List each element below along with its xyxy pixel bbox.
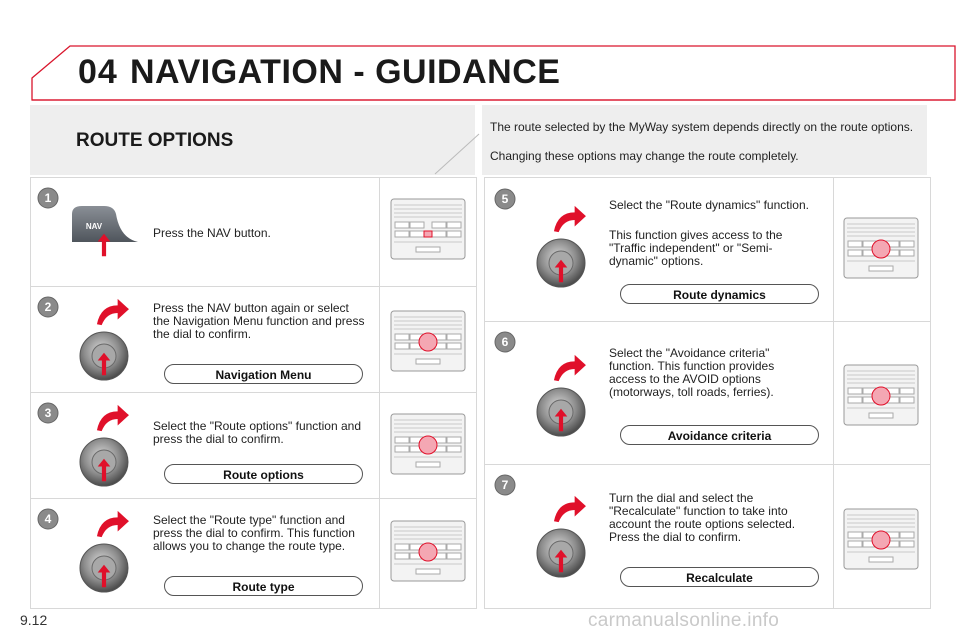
step-badge-5: 5 <box>494 188 516 210</box>
curved-arrow-icon <box>553 354 586 382</box>
nav-key-label: NAV <box>86 222 103 231</box>
control-panel-icon <box>390 310 466 372</box>
step-5-text-2: This function gives access to the "Traff… <box>609 228 783 268</box>
step-badge-7: 7 <box>494 474 516 496</box>
control-panel-icon <box>843 217 919 279</box>
header-frame <box>31 45 956 101</box>
page-number: 9.12 <box>20 612 48 628</box>
step-5-text: Select the "Route dynamics" function. <box>609 198 809 212</box>
dial-knob-icon <box>79 298 129 381</box>
step-number-2: 2 <box>45 300 52 314</box>
step-number-6: 6 <box>502 335 509 349</box>
route-options-button[interactable]: Route options <box>164 464 363 484</box>
avoidance-criteria-button[interactable]: Avoidance criteria <box>620 425 819 445</box>
step-6-text: Select the "Avoidance criteria" function… <box>609 346 775 399</box>
step-number-5: 5 <box>502 192 509 206</box>
divider <box>379 177 380 608</box>
control-panel-icon <box>390 413 466 475</box>
control-panel-icon <box>390 198 466 260</box>
control-panel-icon <box>843 508 919 570</box>
navigation-menu-button[interactable]: Navigation Menu <box>164 364 363 384</box>
divider <box>484 464 930 465</box>
step-number-7: 7 <box>502 478 509 492</box>
intro-paragraph-2: Changing these options may change the ro… <box>490 149 799 163</box>
curved-arrow-icon <box>96 298 129 326</box>
step-4-text: Select the "Route type" function and pre… <box>153 513 355 553</box>
chapter-number: 04 <box>78 53 118 91</box>
step-badge-6: 6 <box>494 331 516 353</box>
intro-paragraph-1: The route selected by the MyWay system d… <box>490 120 914 134</box>
step-number-1: 1 <box>45 191 52 205</box>
curved-arrow-icon <box>553 495 586 523</box>
step-badge-1: 1 <box>37 187 59 209</box>
dial-knob-icon <box>536 354 586 437</box>
step-3-text: Select the "Route options" function and … <box>153 419 361 446</box>
step-2-text: Press the NAV button again or select the… <box>153 301 365 341</box>
dial-knob-icon <box>536 205 586 288</box>
route-type-button[interactable]: Route type <box>164 576 363 596</box>
step-number-3: 3 <box>45 406 52 420</box>
watermark: carmanualsonline.info <box>588 610 780 631</box>
recalculate-button[interactable]: Recalculate <box>620 567 819 587</box>
curved-arrow-icon <box>96 404 129 432</box>
section-title: ROUTE OPTIONS <box>76 130 234 151</box>
curved-arrow-icon <box>96 510 129 538</box>
nav-key-icon: NAV <box>72 206 138 257</box>
route-dynamics-button[interactable]: Route dynamics <box>620 284 819 304</box>
intro-box <box>482 105 927 175</box>
step-badge-2: 2 <box>37 296 59 318</box>
step-badge-4: 4 <box>37 508 59 530</box>
control-panel-icon <box>390 520 466 582</box>
dial-knob-icon <box>79 404 129 487</box>
divider <box>833 177 834 608</box>
section-header-box <box>30 105 475 175</box>
step-7-text: Turn the dial and select the "Recalculat… <box>609 491 796 544</box>
divider <box>30 498 476 499</box>
curved-arrow-icon <box>553 205 586 233</box>
section-corner-decoration <box>434 133 480 175</box>
step-1-text: Press the NAV button. <box>153 226 271 240</box>
divider <box>30 286 476 287</box>
divider <box>30 392 476 393</box>
step-number-4: 4 <box>45 512 52 526</box>
dial-knob-icon <box>536 495 586 578</box>
step-badge-3: 3 <box>37 402 59 424</box>
control-panel-icon <box>843 364 919 426</box>
dial-knob-icon <box>79 510 129 593</box>
chapter-title: NAVIGATION - GUIDANCE <box>130 53 561 91</box>
divider <box>484 321 930 322</box>
